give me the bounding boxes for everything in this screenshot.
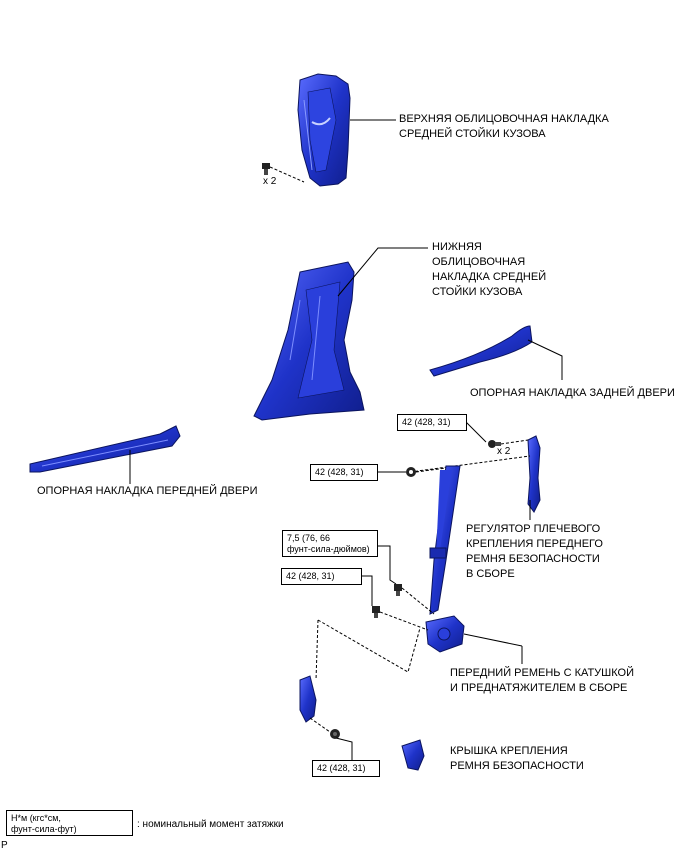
- label-shoulder-adjuster: РЕГУЛЯТОР ПЛЕЧЕВОГО КРЕПЛЕНИЯ ПЕРЕДНЕГО …: [466, 523, 603, 580]
- torque-adjuster-bolt: 42 (428, 31): [397, 414, 467, 431]
- qty-adjuster-bolts: x 2: [497, 446, 511, 457]
- front-door-scuff-part: [29, 425, 181, 473]
- anchor-nut-icon: [406, 467, 416, 477]
- upper-clip-icon: [262, 163, 270, 175]
- label-rear-door-scuff: ОПОРНАЯ НАКЛАДКА ЗАДНЕЙ ДВЕРИ: [470, 387, 675, 399]
- adjuster-bolt-icon: [488, 440, 501, 448]
- label-lower-pillar-trim: НИЖНЯЯ ОБЛИЦОВОЧНАЯ НАКЛАДКА СРЕДНЕЙ СТО…: [432, 241, 547, 298]
- label-front-door-scuff: ОПОРНАЯ НАКЛАДКА ПЕРЕДНЕЙ ДВЕРИ: [37, 485, 258, 497]
- qty-upper-clips: x 2: [263, 176, 277, 187]
- shoulder-adjuster-part: [527, 435, 541, 513]
- corner-mark: P: [1, 840, 8, 851]
- front-belt-retractor-part: [425, 465, 465, 653]
- retractor-bolt-icon: [372, 606, 380, 618]
- label-front-belt-retractor: ПЕРЕДНИЙ РЕМЕНЬ С КАТУШКОЙ И ПРЕДНАТЯЖИТ…: [450, 667, 634, 694]
- lower-anchor-plate-part: [299, 675, 317, 723]
- upper-pillar-trim-part: [297, 73, 351, 187]
- rear-door-scuff-part: [429, 325, 533, 377]
- torque-upper-anchor-nut: 42 (428, 31): [310, 464, 378, 481]
- retractor-upper-bolt-icon: [394, 584, 402, 596]
- legend-description: : номинальный момент затяжки: [137, 819, 284, 830]
- lower-anchor-bolt-icon: [330, 729, 340, 739]
- torque-lower-anchor-bolt: 42 (428, 31): [312, 760, 380, 777]
- anchor-cover-part: [401, 739, 425, 771]
- legend-unit-box: Н*м (кгс*см, фунт-сила-фут): [6, 810, 133, 836]
- torque-retractor-bolt: 42 (428, 31): [281, 568, 362, 585]
- label-anchor-cover: КРЫШКА КРЕПЛЕНИЯ РЕМНЯ БЕЗОПАСНОСТИ: [450, 745, 584, 772]
- label-upper-pillar-trim: ВЕРХНЯЯ ОБЛИЦОВОЧНАЯ НАКЛАДКА СРЕДНЕЙ СТ…: [399, 113, 609, 140]
- torque-retractor-upper-bolt: 7,5 (76, 66 фунт-сила-дюймов): [282, 530, 378, 557]
- lower-pillar-trim-part: [253, 261, 365, 421]
